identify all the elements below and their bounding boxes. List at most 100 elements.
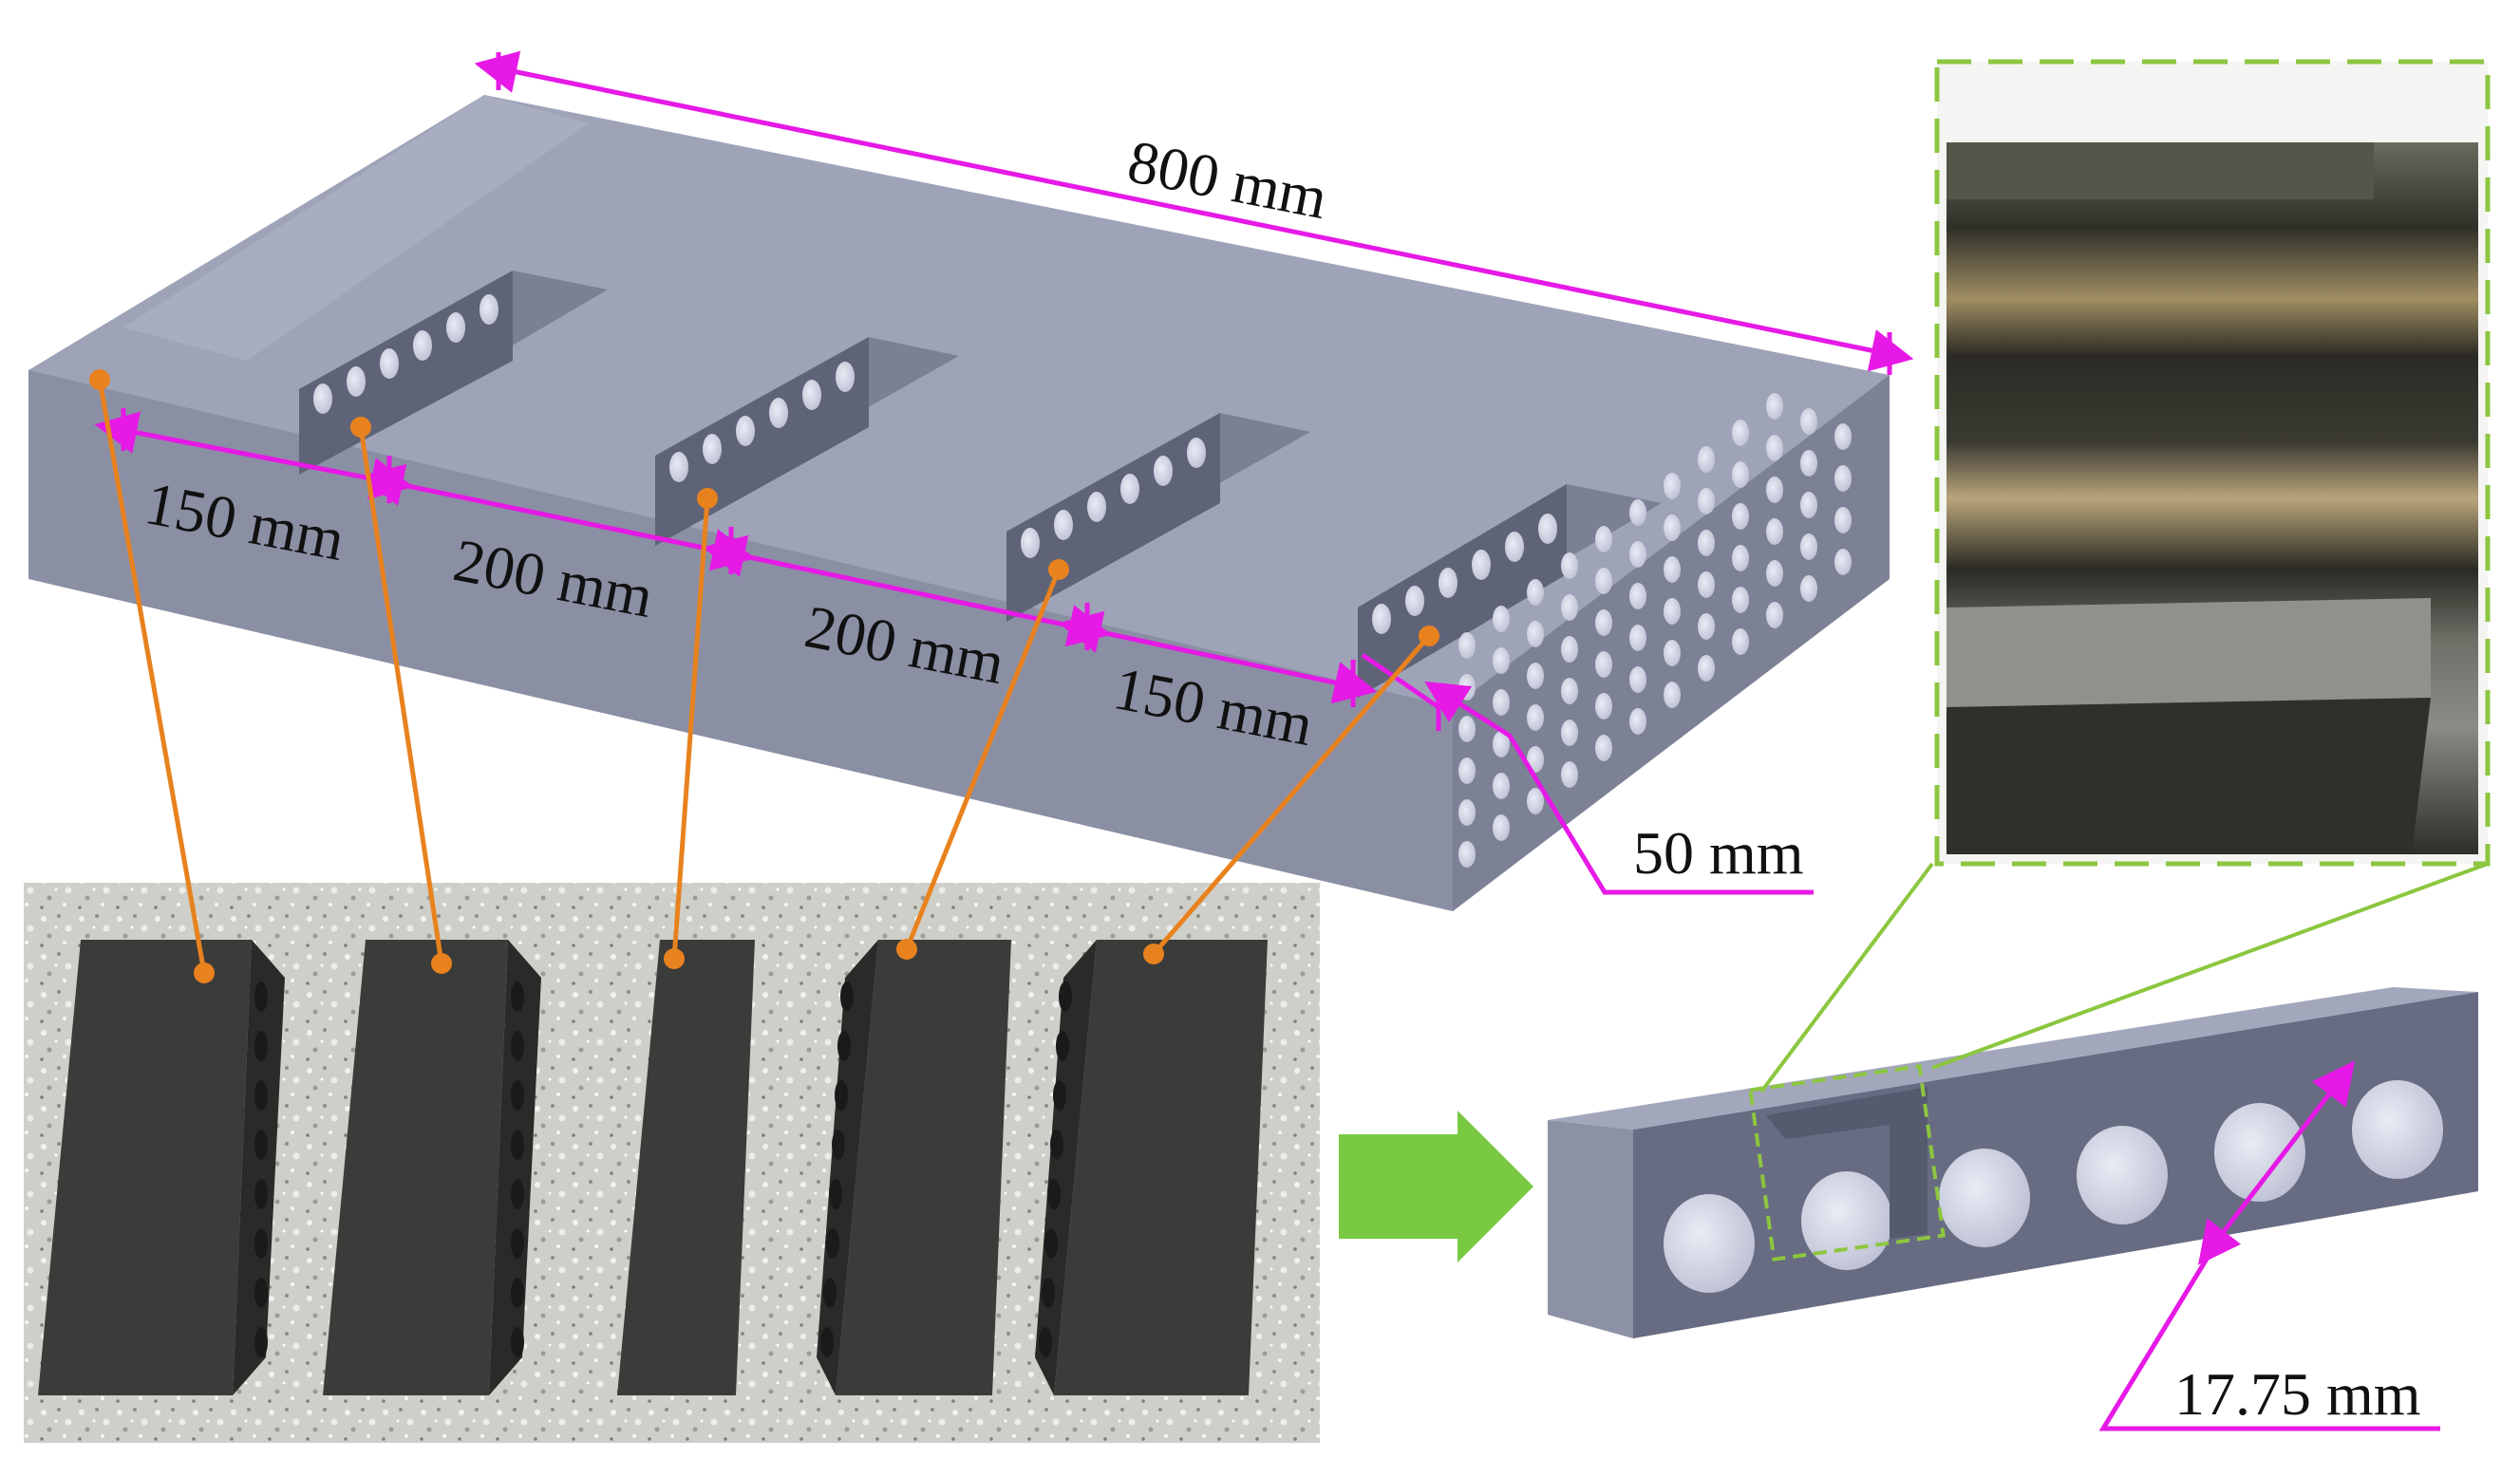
dim-line-200-a bbox=[360, 463, 756, 571]
process-arrow-icon bbox=[1339, 1111, 1533, 1262]
right-face-hole bbox=[1561, 678, 1578, 704]
fracture-closeup bbox=[1934, 59, 2491, 867]
specimen-hole bbox=[1044, 1228, 1058, 1259]
right-face-hole bbox=[1561, 636, 1578, 663]
specimen-hole bbox=[1042, 1278, 1055, 1308]
right-face-hole bbox=[1595, 568, 1612, 594]
specimen-hole bbox=[511, 1179, 524, 1209]
specimen-hole bbox=[1053, 1080, 1066, 1111]
specimen-bar bbox=[38, 940, 252, 1395]
right-face-hole bbox=[1698, 613, 1715, 640]
specimen-hole bbox=[1059, 982, 1072, 1012]
specimen-hole bbox=[511, 982, 524, 1012]
right-face-hole bbox=[1766, 518, 1783, 545]
right-face-hole bbox=[1766, 393, 1783, 420]
right-face-hole bbox=[1561, 761, 1578, 788]
right-face-hole bbox=[1800, 408, 1817, 435]
dimension-lines bbox=[94, 50, 1914, 895]
right-face-hole bbox=[1595, 735, 1612, 761]
bar-notch bbox=[1766, 1087, 1928, 1239]
specimen-bar bbox=[617, 940, 755, 1395]
specimen-hole bbox=[837, 1031, 851, 1061]
right-face-hole bbox=[1629, 583, 1646, 609]
specimen-hole bbox=[1039, 1327, 1052, 1357]
right-face-hole bbox=[1458, 716, 1476, 742]
right-face-hole bbox=[1698, 530, 1715, 556]
specimen-hole bbox=[254, 1080, 268, 1111]
right-face-hole bbox=[1698, 655, 1715, 682]
specimens-photo bbox=[24, 883, 1320, 1443]
specimen-side bbox=[233, 940, 285, 1395]
specimen-hole bbox=[829, 1179, 842, 1209]
right-face-hole bbox=[1629, 541, 1646, 568]
right-face-hole bbox=[1493, 689, 1510, 716]
specimen-hole bbox=[254, 1130, 268, 1160]
dim-line-150-a bbox=[94, 411, 414, 500]
dim-line-150-b bbox=[1058, 610, 1378, 704]
right-face-hole bbox=[1527, 663, 1544, 689]
specimen-hole bbox=[511, 1130, 524, 1160]
specimen-hole bbox=[254, 1228, 268, 1259]
right-face-hole bbox=[1800, 575, 1817, 602]
right-face-hole bbox=[1766, 435, 1783, 461]
right-face-hole bbox=[1732, 587, 1749, 613]
zoom-region-box bbox=[1748, 1064, 1946, 1262]
right-face-hole bbox=[1561, 552, 1578, 579]
specimen-bar bbox=[1054, 940, 1268, 1395]
right-face-hole bbox=[1595, 651, 1612, 678]
dim-line-17-75 bbox=[2197, 1060, 2356, 1265]
right-face-hole bbox=[1527, 621, 1544, 647]
right-face-hole bbox=[1732, 503, 1749, 530]
specimen-hole bbox=[1050, 1130, 1063, 1160]
dim-leader-50 bbox=[1424, 681, 1814, 895]
hole-dimension bbox=[2098, 1060, 2440, 1431]
right-face-hole bbox=[1698, 488, 1715, 514]
right-face-hole bbox=[1834, 549, 1852, 575]
right-face-hole bbox=[1493, 647, 1510, 674]
right-face-hole bbox=[1458, 799, 1476, 826]
right-face-hole bbox=[1458, 674, 1476, 701]
right-face-hole bbox=[1493, 814, 1510, 841]
bar-hole bbox=[2352, 1080, 2443, 1179]
right-face-hole bbox=[1458, 632, 1476, 659]
specimen-hole bbox=[511, 1031, 524, 1061]
bar-hole bbox=[1801, 1171, 1892, 1270]
specimen-hole bbox=[511, 1228, 524, 1259]
right-face-hole bbox=[1800, 450, 1817, 477]
specimen-hole bbox=[835, 1080, 848, 1111]
specimen-bars bbox=[38, 940, 1268, 1395]
right-face-hole bbox=[1493, 773, 1510, 799]
right-face-hole bbox=[1732, 420, 1749, 446]
specimen-bar bbox=[323, 940, 508, 1395]
right-face-hole bbox=[1834, 465, 1852, 492]
bar-end-face bbox=[1548, 1120, 1633, 1338]
right-face-hole bbox=[1800, 533, 1817, 560]
right-face-hole bbox=[1493, 606, 1510, 632]
bar-hole bbox=[1664, 1194, 1755, 1293]
step-left bbox=[123, 95, 589, 361]
right-face-hole bbox=[1766, 602, 1783, 628]
right-face-hole bbox=[1698, 571, 1715, 598]
right-face-hole bbox=[1766, 477, 1783, 503]
specimen-bar bbox=[836, 940, 1011, 1395]
dim-line-200-b bbox=[702, 534, 1112, 647]
right-face-hole bbox=[1629, 625, 1646, 651]
bar-hole bbox=[1939, 1149, 2030, 1247]
right-face-hole bbox=[1629, 708, 1646, 735]
specimen-hole bbox=[826, 1228, 839, 1259]
orange-leaders bbox=[97, 379, 1431, 974]
specimen-hole bbox=[823, 1278, 837, 1308]
right-face-hole bbox=[1664, 556, 1681, 583]
right-face-hole bbox=[1834, 423, 1852, 450]
slot-wall-holes-4 bbox=[1358, 484, 1567, 698]
right-face-hole bbox=[1732, 461, 1749, 488]
bar-hole bbox=[2077, 1126, 2168, 1225]
specimen-hole bbox=[820, 1327, 834, 1357]
specimen-side bbox=[489, 940, 541, 1395]
specimen-hole bbox=[511, 1080, 524, 1111]
specimen-hole bbox=[254, 1327, 268, 1357]
bar-top-face bbox=[1548, 987, 2478, 1130]
right-face-hole bbox=[1664, 682, 1681, 708]
right-face-hole bbox=[1800, 492, 1817, 518]
right-face-hole bbox=[1629, 499, 1646, 526]
